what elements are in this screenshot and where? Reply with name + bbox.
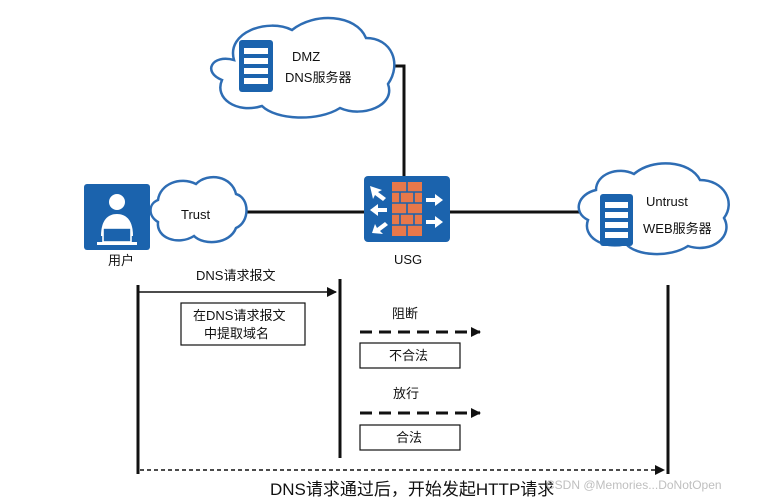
web-server-icon <box>600 194 633 246</box>
user-icon <box>84 184 150 250</box>
illegal-box-label: 不合法 <box>389 348 428 363</box>
trust-zone-label: Trust <box>181 207 211 222</box>
lifelines <box>136 279 670 474</box>
firewall-bricks <box>392 182 422 236</box>
block-label: 阻断 <box>392 306 418 321</box>
untrust-cloud: Untrust WEB服务器 <box>577 162 730 256</box>
web-server-label: WEB服务器 <box>643 221 712 236</box>
allow-label: 放行 <box>393 386 419 401</box>
final-step-label: DNS请求通过后，开始发起HTTP请求 <box>270 480 554 499</box>
dns-server-icon <box>239 40 273 92</box>
extract-domain-box: 在DNS请求报文 中提取域名 <box>180 302 306 346</box>
dmz-zone-label: DMZ <box>292 49 320 64</box>
extract-domain-line-2: 中提取域名 <box>204 326 269 341</box>
dns-request-label: DNS请求报文 <box>196 268 275 283</box>
watermark: CSDN @Memories...DoNotOpen <box>546 478 722 492</box>
untrust-zone-label: Untrust <box>646 194 688 209</box>
extract-domain-line-1: 在DNS请求报文 <box>193 308 285 323</box>
usg-label: USG <box>394 252 422 267</box>
dns-server-label: DNS服务器 <box>285 70 351 85</box>
user-label: 用户 <box>108 253 134 268</box>
trust-zone: Trust 用户 <box>84 175 248 268</box>
firewall-arrows-icon <box>370 186 443 234</box>
usg-firewall: USG <box>364 176 450 267</box>
dmz-cloud: DMZ DNS服务器 <box>210 16 396 119</box>
legal-box: 合法 <box>359 424 461 451</box>
illegal-box: 不合法 <box>359 342 461 369</box>
legal-box-label: 合法 <box>396 430 422 445</box>
